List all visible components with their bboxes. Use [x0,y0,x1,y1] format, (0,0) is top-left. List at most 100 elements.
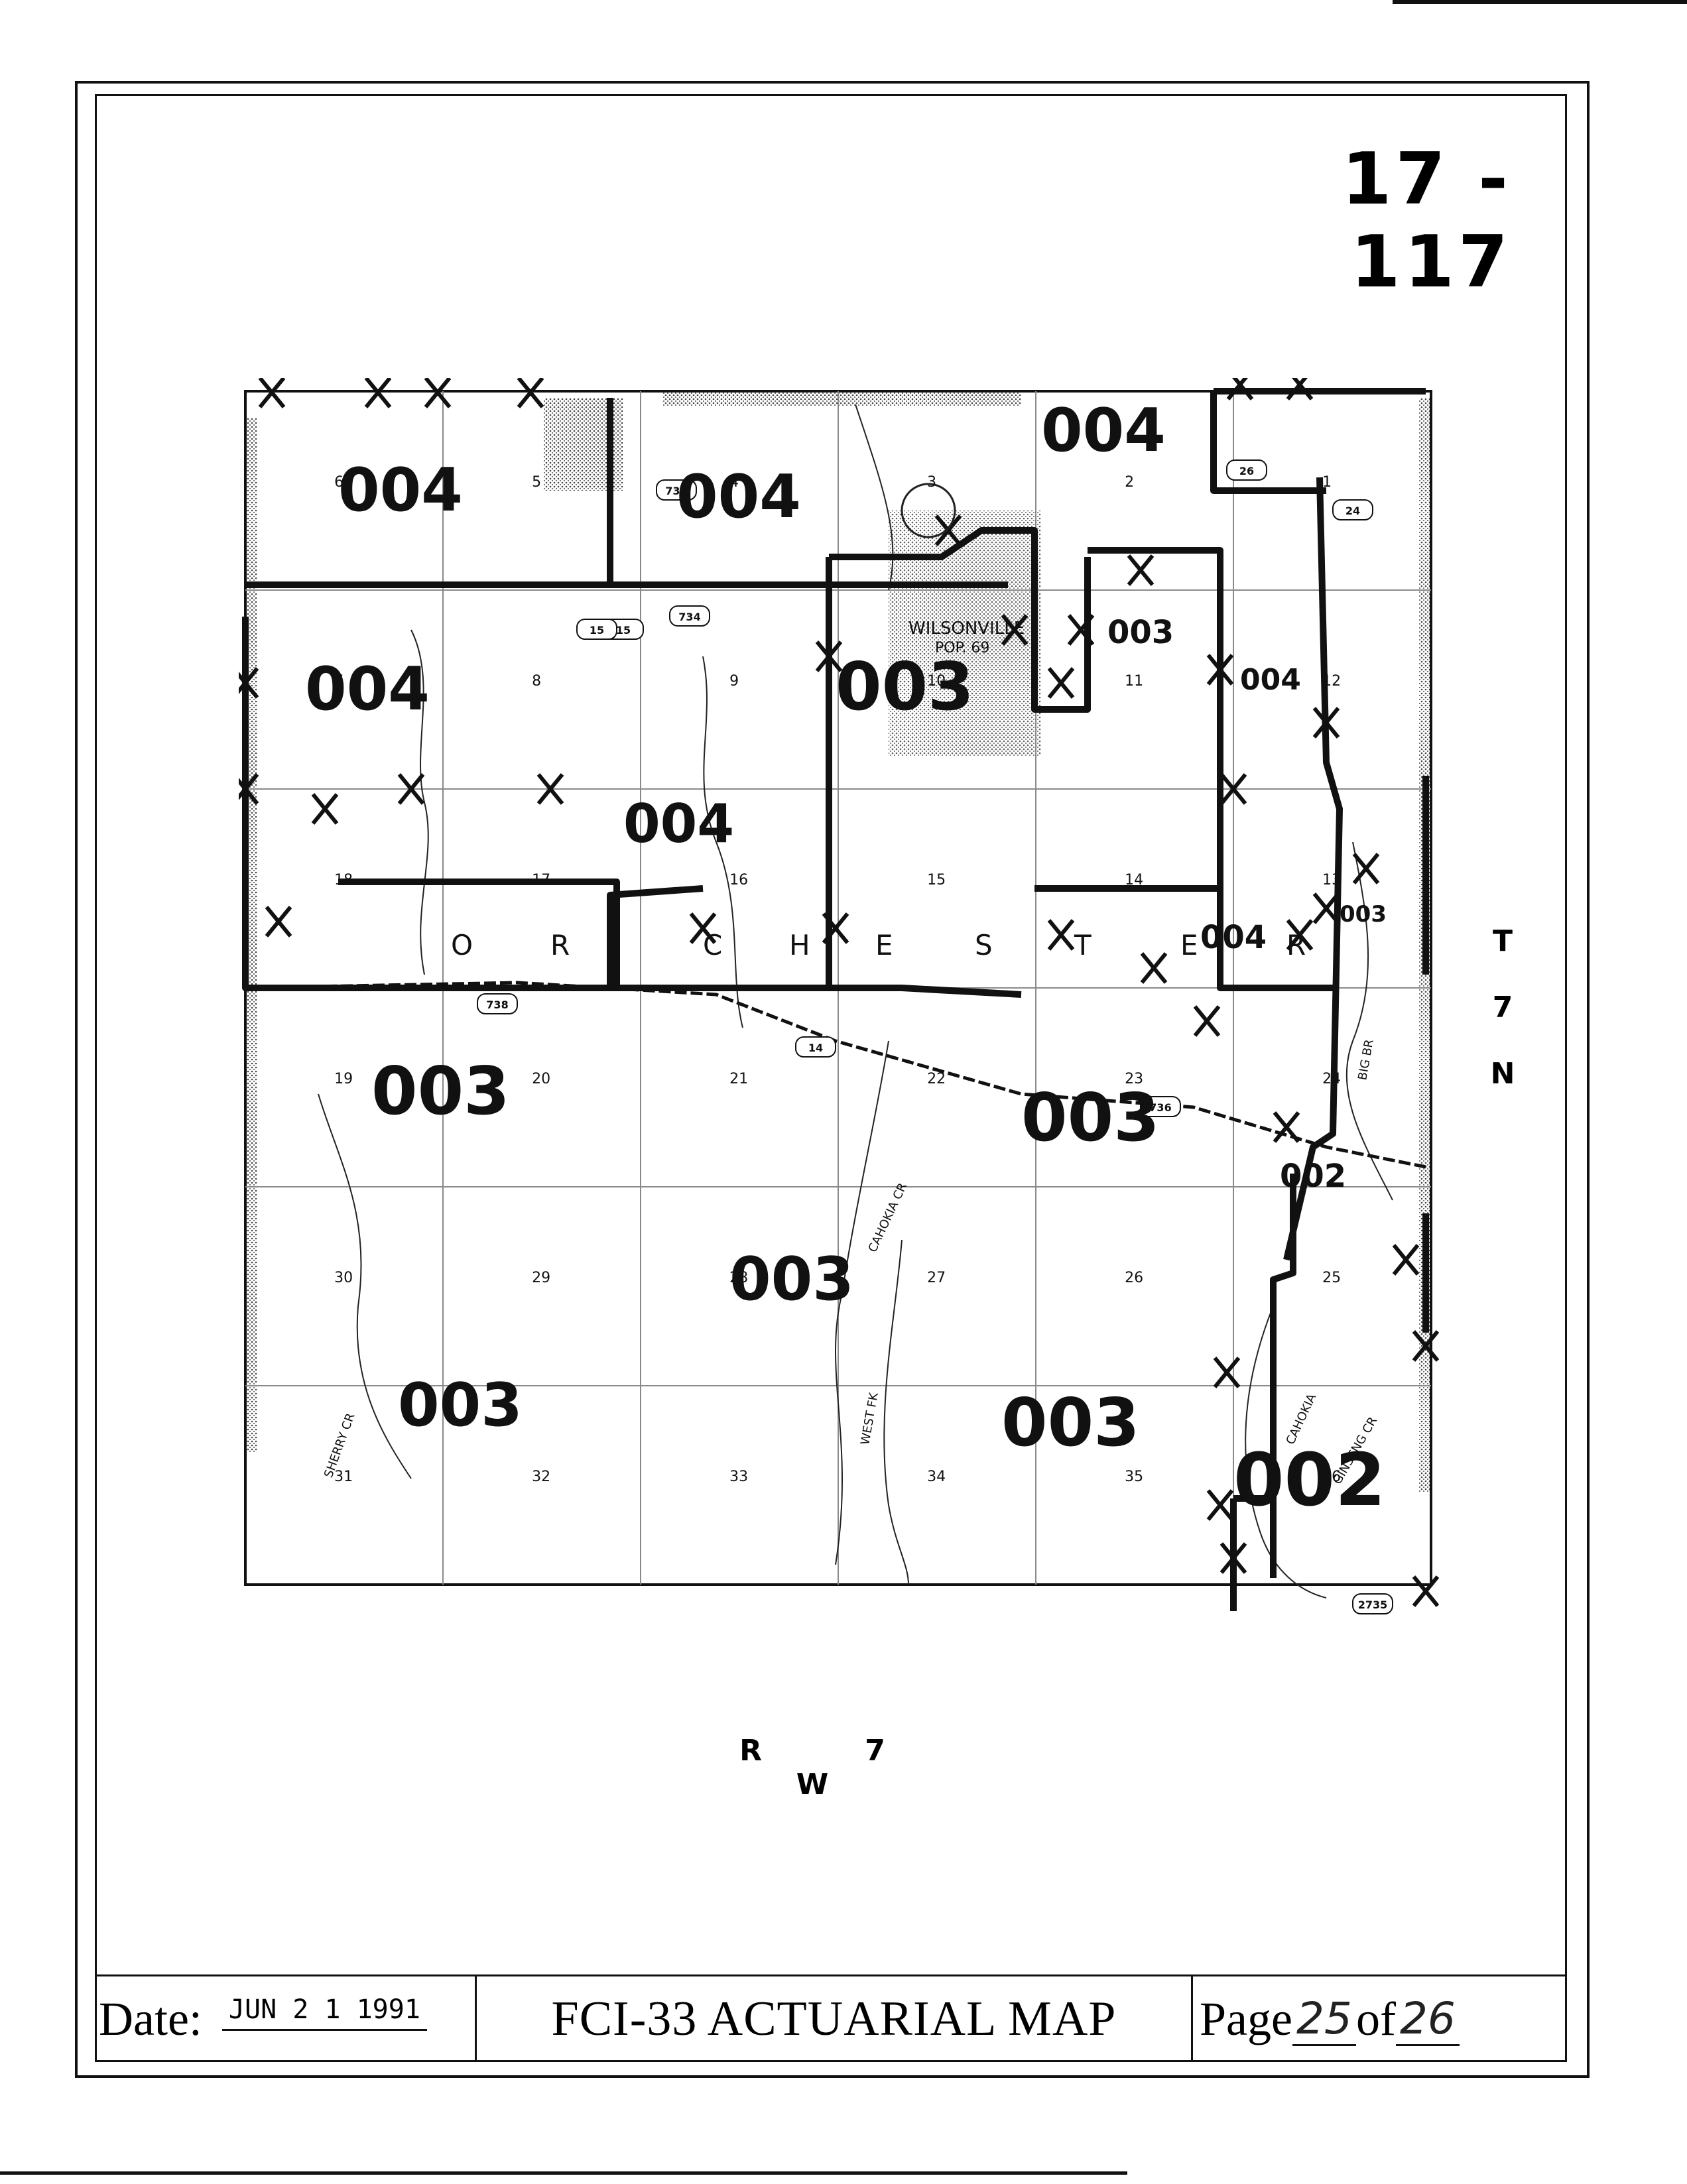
x-mark [1392,1244,1420,1276]
x-mark [1047,667,1075,699]
x-mark [239,667,259,699]
section-number: 30 [334,1270,353,1286]
section-number: 6 [334,474,344,491]
route-shield-icon: 730 [656,479,697,501]
x-mark [822,912,849,944]
section-number: 4 [729,474,739,491]
section-number: 11 [1125,673,1143,690]
date-label: Date: [99,1992,202,2045]
section-number: 21 [729,1071,748,1087]
boundary-x-marks [239,378,1439,1607]
section-number: 25 [1322,1270,1341,1286]
zone-code: 003 [1001,1384,1140,1461]
section-number: 5 [532,474,541,491]
route-shield-icon: 2735 [1352,1593,1393,1614]
zone-code: 004 [1041,396,1166,465]
x-mark [397,773,425,805]
x-mark [689,912,717,944]
section-number: 24 [1322,1071,1341,1087]
town-letter: O [451,929,473,961]
route-shield-label: 734 [678,611,700,623]
x-mark [265,906,292,938]
x-mark [1219,1542,1247,1574]
section-number: 34 [927,1469,946,1485]
route-shield-icon: 15 [576,619,617,640]
x-mark [934,515,962,546]
section-number: 33 [729,1469,748,1485]
section-number: 10 [927,673,946,690]
route-shield-icon: 26 [1226,459,1267,481]
section-number: 12 [1322,673,1341,690]
zone-code: 003 [836,648,974,725]
cahokia-creek [835,1040,889,1565]
title-block: Date: JUN 2 1 1991 FCI-33 ACTUARIAL MAP … [95,1974,1567,2062]
route-shield-label: 736 [1149,1101,1171,1114]
zone-code: 002 [1280,1158,1346,1195]
zone-code: 003 [398,1370,523,1440]
x-mark [1206,1489,1234,1521]
zone-code: 002 [1233,1437,1386,1522]
boundary-sec12 [1283,477,1343,1261]
section-number: 26 [1125,1270,1143,1286]
x-mark [1213,1357,1241,1388]
section-number: 31 [334,1469,353,1485]
stream-label-west-fk: WEST FK [858,1391,881,1446]
section-number: 3 [927,474,936,491]
zone-code: 003 [1021,1079,1160,1156]
section-number: 2 [1125,474,1134,491]
range-label: R 7 W [739,1734,932,1801]
village-name: WILSONVILLE [908,619,1025,638]
upper-stream [855,404,894,591]
zone-code: 003 [1340,901,1387,928]
route-shield-label: 738 [486,999,508,1011]
title-cell: FCI-33 ACTUARIAL MAP [477,1976,1193,2062]
route-shield-icon: 14 [795,1036,836,1058]
x-mark [1286,378,1314,400]
route-shield-label: 2735 [1358,1599,1388,1611]
section-number: 35 [1125,1469,1143,1485]
wilsonville-circle-icon [901,483,956,538]
x-mark [258,378,286,408]
town-letter: H [789,929,810,961]
route-shield-label: 14 [808,1042,823,1054]
town-letter: S [975,929,993,961]
x-mark [517,378,544,408]
section-number: 8 [532,673,541,690]
x-mark [1352,853,1380,884]
stream-label-cahokia-cr: CAHOKIA CR [865,1181,910,1254]
west-fork [883,1239,909,1585]
x-mark [311,793,339,825]
date-stamp: JUN 2 1 1991 [221,1994,427,2031]
section-number: 16 [729,872,748,888]
section-number: 14 [1125,872,1143,888]
town-letter: R [1286,929,1306,961]
x-mark [239,773,259,805]
zone-code: 004 [623,793,734,855]
x-mark [1219,773,1247,805]
x-mark [1273,1111,1300,1143]
section-number: 29 [532,1270,550,1286]
bottom-edge-rule [0,2171,1127,2175]
x-mark [1412,1330,1439,1362]
route-shield-icon: 24 [1332,499,1373,520]
town-letter: C [703,929,722,961]
x-mark [1140,952,1168,984]
route-shield-icon: 736 [1140,1096,1181,1117]
inner-border [95,94,1567,2062]
page-of: of [1355,1992,1396,2045]
streams [318,404,1393,1599]
route-shield-icon: 734 [669,605,710,627]
boundary-sec36 [1230,1495,1273,1611]
top-edge-rule [1393,0,1687,4]
sheet-number: 17 - 117 [1342,138,1512,304]
map-title: FCI-33 ACTUARIAL MAP [551,1992,1117,2046]
x-mark [1286,919,1314,951]
x-mark [1206,654,1234,686]
zone-code: 003 [1107,614,1174,651]
town-letter: E [875,929,893,961]
section-number: 36 [1322,1469,1341,1485]
section-number: 15 [927,872,946,888]
